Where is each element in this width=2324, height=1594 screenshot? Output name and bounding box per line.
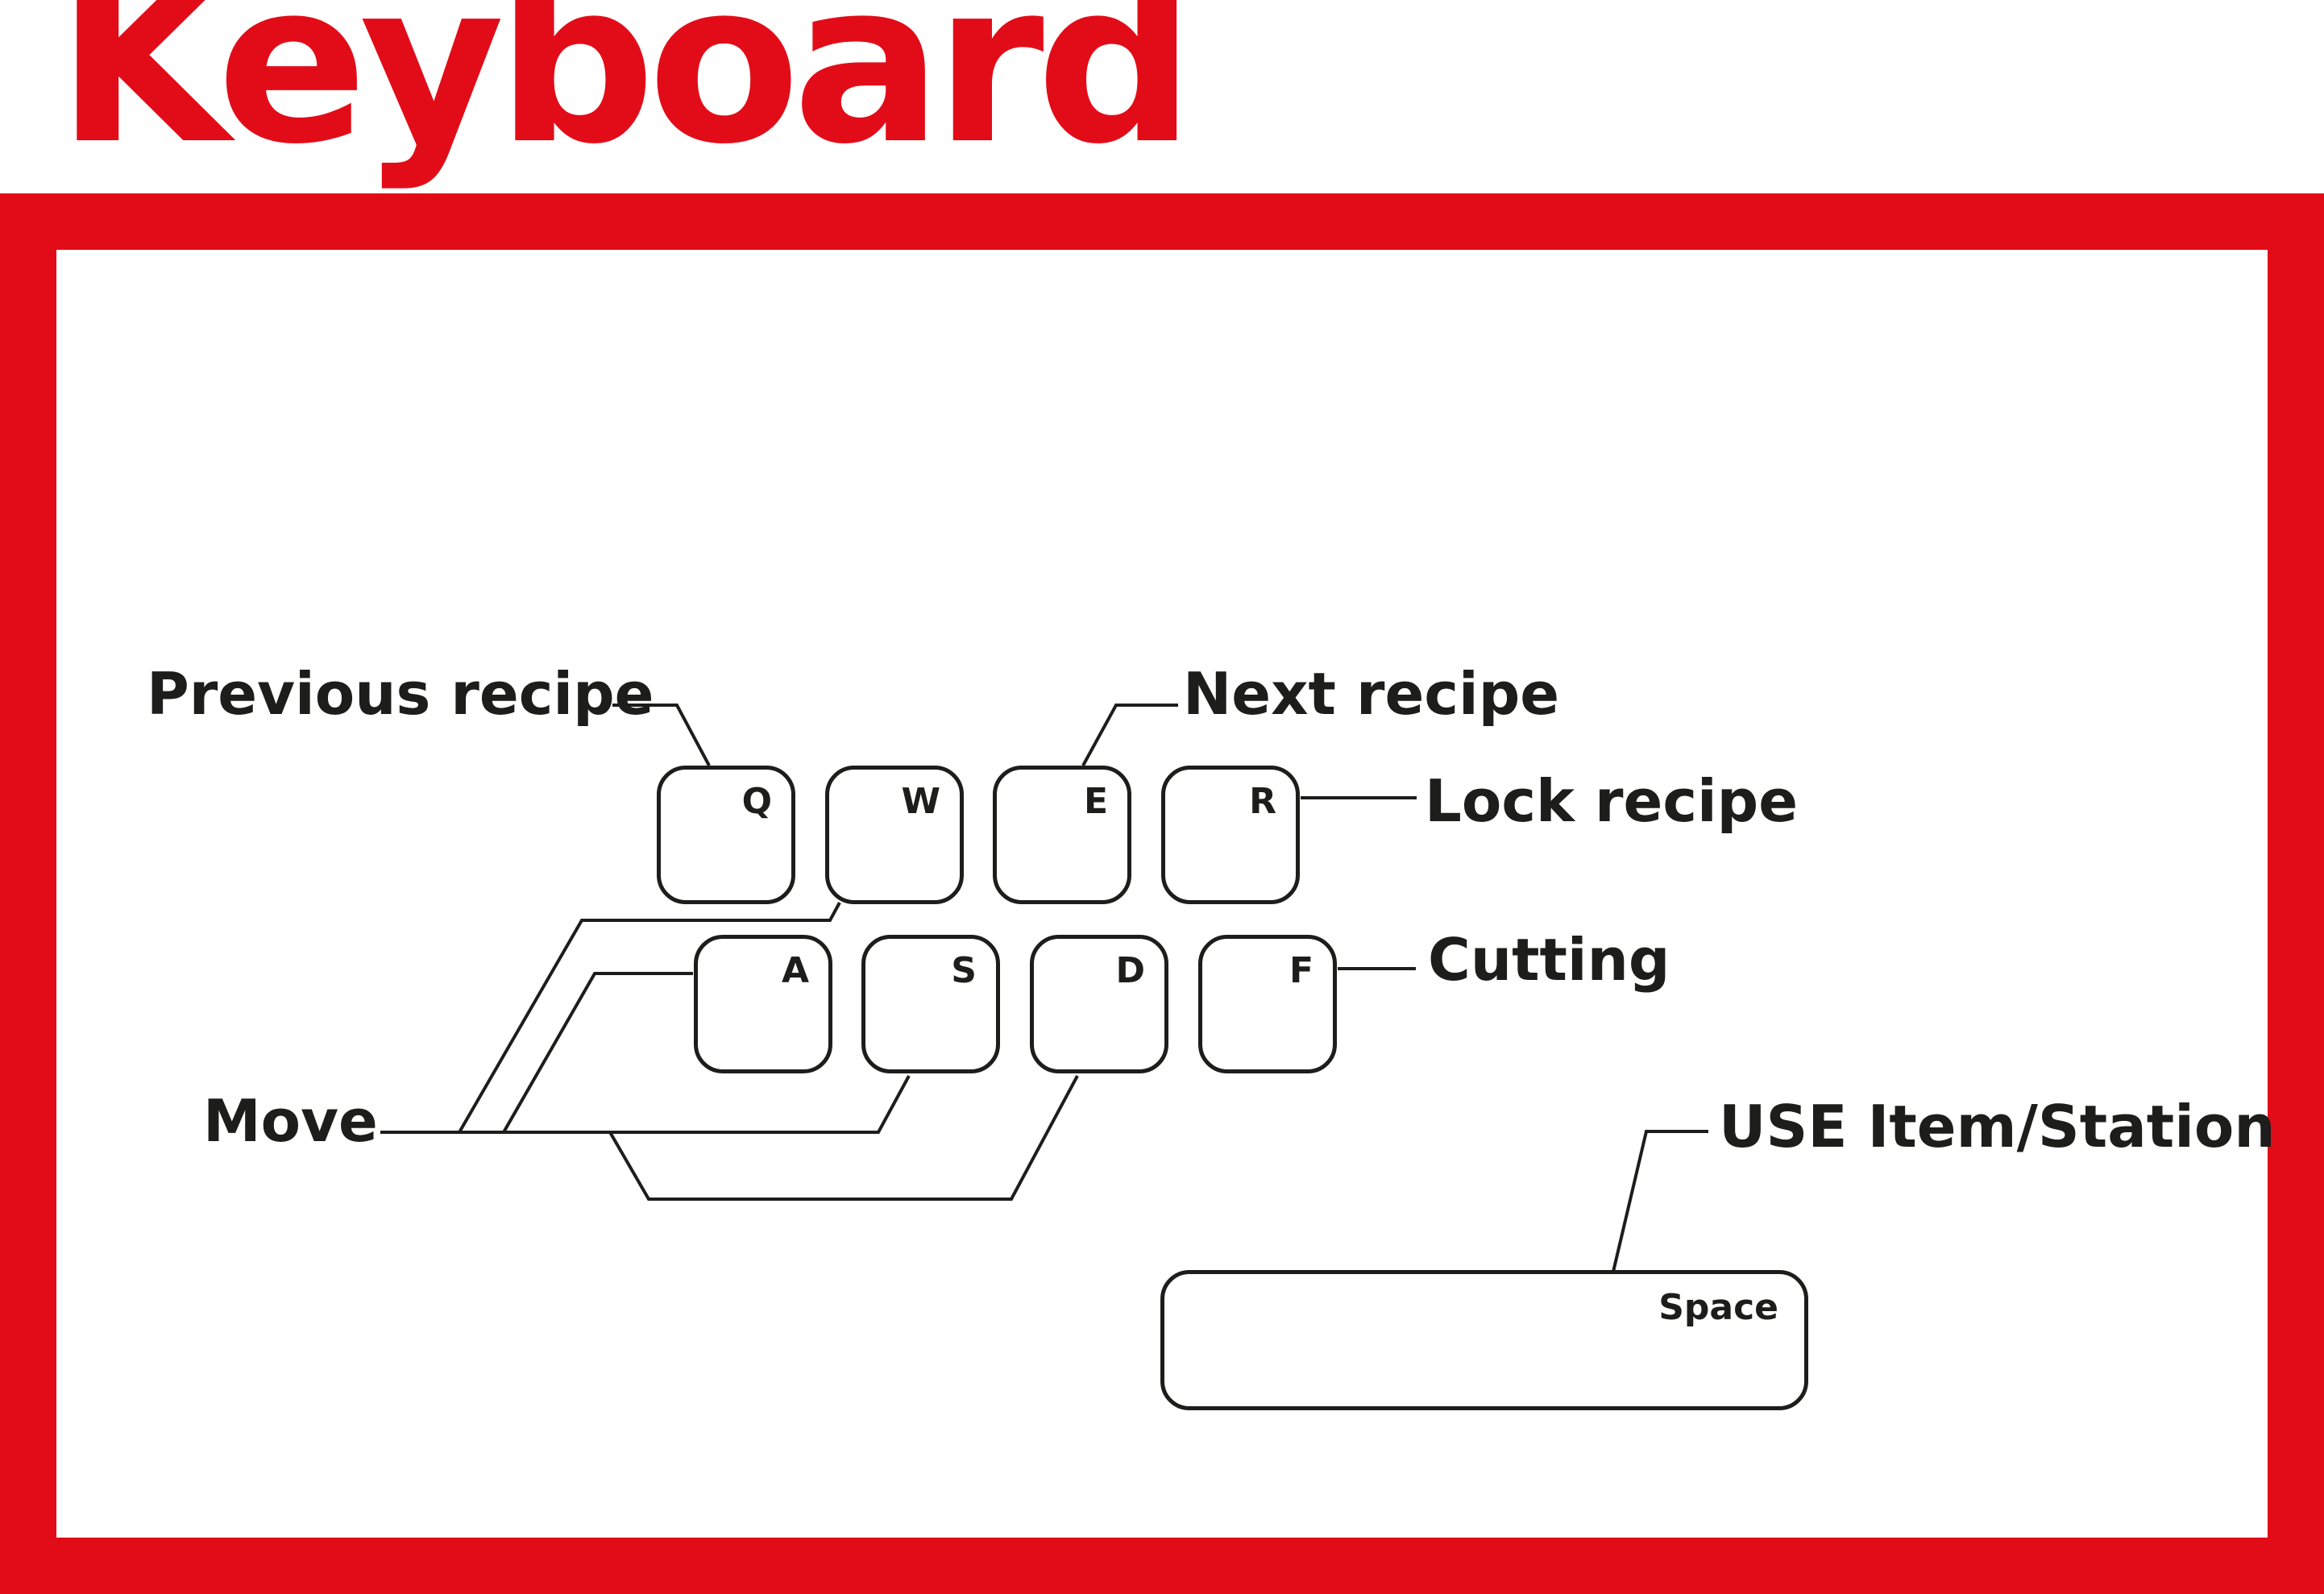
connector-previous-q xyxy=(612,704,711,766)
connector-move-s xyxy=(459,1075,911,1134)
key-f-label: F xyxy=(1289,950,1313,991)
connector-use-space xyxy=(1612,1130,1708,1272)
label-next-recipe: Next recipe xyxy=(1183,660,1560,728)
key-e[interactable]: E xyxy=(993,766,1131,904)
key-a[interactable]: A xyxy=(694,935,832,1073)
connector-move-a xyxy=(502,972,693,1133)
label-move: Move xyxy=(203,1087,378,1155)
key-s[interactable]: S xyxy=(861,935,1000,1073)
key-space[interactable]: Space xyxy=(1160,1270,1808,1410)
label-cutting: Cutting xyxy=(1428,926,1670,994)
key-e-label: E xyxy=(1083,781,1108,822)
page-title: Keyboard xyxy=(56,0,1195,193)
key-f[interactable]: F xyxy=(1198,935,1337,1073)
label-previous-recipe: Previous recipe xyxy=(147,660,654,728)
connector-move-w xyxy=(380,902,841,1134)
connector-next-e xyxy=(1081,704,1178,766)
key-space-label: Space xyxy=(1658,1287,1778,1328)
key-q-label: Q xyxy=(741,781,772,822)
key-r[interactable]: R xyxy=(1161,766,1300,904)
key-d-label: D xyxy=(1115,950,1145,991)
key-w-label: W xyxy=(901,781,940,822)
key-d[interactable]: D xyxy=(1030,935,1168,1073)
key-s-label: S xyxy=(951,950,977,991)
key-q[interactable]: Q xyxy=(657,766,795,904)
key-w[interactable]: W xyxy=(825,766,964,904)
key-r-label: R xyxy=(1249,781,1276,822)
key-a-label: A xyxy=(781,950,809,991)
label-use-item-station: USE Item/Station xyxy=(1719,1093,2276,1160)
label-lock-recipe: Lock recipe xyxy=(1425,767,1799,835)
red-frame xyxy=(0,193,2324,1594)
connector-move-d xyxy=(608,1075,1079,1201)
